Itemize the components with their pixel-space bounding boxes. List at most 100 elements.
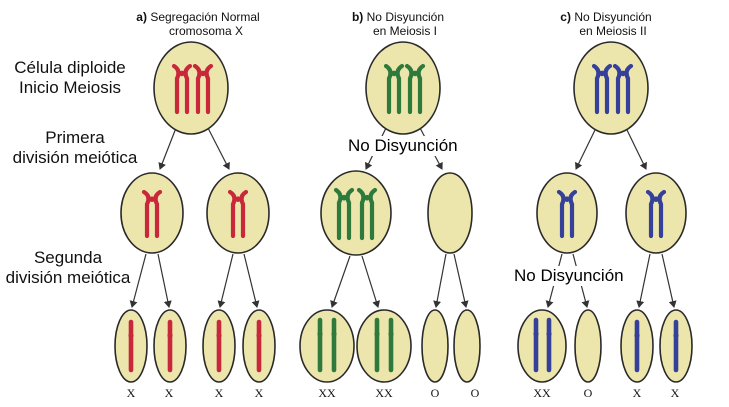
arrow-a-4 <box>157 253 172 308</box>
panel-b-title-line1: No Disyunción <box>366 10 445 24</box>
row-label-diploid-line1: Célula diploide <box>14 58 126 77</box>
panel-a-letter: a) <box>136 10 147 24</box>
sister-chromatid-right <box>183 63 193 115</box>
nondisjunction-meiosis1-label: No Disyunción <box>346 136 460 156</box>
panel-b-letter: b) <box>351 10 364 24</box>
panel-c-meiosis1-cell-right <box>625 172 687 254</box>
panel-b-gamete-4 <box>453 309 481 383</box>
arrow-a-6 <box>243 253 260 308</box>
sister-chromatid-right <box>624 63 634 115</box>
centromere <box>391 70 397 77</box>
sister-chromatid-right <box>204 63 214 115</box>
sister-chromatid-right <box>153 189 163 239</box>
row-label-second-division: Segunda división meiótica <box>0 248 136 288</box>
panel-a-meiosis1-cell-left <box>120 172 184 254</box>
sister-chromatid-left <box>645 189 655 239</box>
centromere <box>546 331 552 337</box>
panel-a-gamete-1 <box>114 309 148 383</box>
centromere <box>364 194 370 201</box>
row-label-diploid: Célula diploide Inicio Meiosis <box>6 58 134 98</box>
row-label-first-division: Primera división meiótica <box>0 128 150 168</box>
gamete-label-b4: O <box>470 386 480 400</box>
centromere <box>179 70 185 77</box>
panel-c-header: c) No Disyunción en Meiosis II <box>546 10 666 38</box>
centromere <box>673 332 679 339</box>
panel-c-title-line1: No Disyunción <box>574 10 652 24</box>
centromere <box>200 70 206 77</box>
sister-chromatid-left <box>383 63 393 115</box>
gamete-label-c1: XX <box>533 386 551 400</box>
sister-chromatid-right <box>345 187 355 241</box>
gamete-label-a2: X <box>164 386 174 400</box>
sister-chromatid-left <box>171 63 181 115</box>
arrow-b-4 <box>361 255 381 308</box>
centromere <box>331 331 337 337</box>
panel-c-gamete-1 <box>517 309 567 383</box>
arrow-a-1 <box>158 127 177 170</box>
panel-a-gamete-2 <box>153 309 187 383</box>
cell-membrane <box>625 172 687 254</box>
arrow-a-2 <box>207 127 230 170</box>
arrow-c-6 <box>661 253 677 308</box>
centromere <box>388 331 394 337</box>
panel-c-gamete-2 <box>574 309 602 383</box>
cell-membrane <box>427 172 473 254</box>
cell-membrane <box>536 172 598 254</box>
centromere <box>653 196 659 202</box>
gamete-label-b1: XX <box>318 386 336 400</box>
sister-chromatid-right <box>239 189 249 239</box>
panel-b-meiosis1-cell-left <box>320 170 392 256</box>
centromere <box>149 196 155 202</box>
panel-a-gamete-3 <box>202 309 236 383</box>
centromere <box>374 331 380 337</box>
arrow-b-3 <box>330 255 351 308</box>
sister-chromatid-right <box>603 63 613 115</box>
arrow-c-2 <box>625 127 647 170</box>
sister-chromatid-left <box>356 187 366 241</box>
gamete-label-b3: O <box>430 386 440 400</box>
centromere <box>599 70 605 77</box>
panel-c-diploid-cell <box>573 41 649 135</box>
arrow-b-6 <box>453 253 469 308</box>
sister-chromatid-left <box>591 63 601 115</box>
sister-chromatid-left <box>612 63 622 115</box>
arrow-c-5 <box>636 253 651 308</box>
arrow-b-5 <box>433 253 447 308</box>
cell-membrane <box>365 41 441 135</box>
panel-a-gamete-4 <box>242 309 276 383</box>
centromere <box>235 196 241 202</box>
panel-b-header: b) No Disyunción en Meiosis I <box>338 10 458 38</box>
sister-chromatid-left <box>333 187 343 241</box>
sister-chromatid-left <box>556 189 566 239</box>
row-label-second-line2: división meiótica <box>5 268 131 287</box>
sister-chromatid-right <box>657 189 667 239</box>
sister-chromatid-left <box>192 63 202 115</box>
panel-b-gamete-1 <box>299 309 355 383</box>
centromere <box>167 332 173 339</box>
cell-membrane <box>574 309 602 383</box>
gamete-label-a4: X <box>254 386 264 400</box>
panel-b-diploid-cell <box>365 41 441 135</box>
cell-membrane <box>120 172 184 254</box>
sister-chromatid-right <box>368 187 378 241</box>
sister-chromatid-right <box>568 189 578 239</box>
gamete-label-b2: XX <box>375 386 393 400</box>
panel-a-title-line1: Segregación Normal <box>150 10 260 24</box>
gamete-label-a1: X <box>126 386 136 400</box>
panel-a-title-line2: cromosoma X <box>168 24 244 38</box>
cell-membrane <box>320 170 392 256</box>
gamete-label-c3: X <box>632 386 642 400</box>
panel-c-gamete-4 <box>659 309 693 383</box>
cell-membrane <box>517 309 567 383</box>
cell-membrane <box>573 41 649 135</box>
cell-membrane <box>356 309 412 383</box>
sister-chromatid-right <box>395 63 405 115</box>
centromere <box>256 332 262 339</box>
sister-chromatid-left <box>141 189 151 239</box>
row-label-second-line1: Segunda <box>33 248 103 267</box>
centromere <box>341 194 347 201</box>
panel-b-gamete-2 <box>356 309 412 383</box>
row-label-first-line1: Primera <box>45 128 105 147</box>
